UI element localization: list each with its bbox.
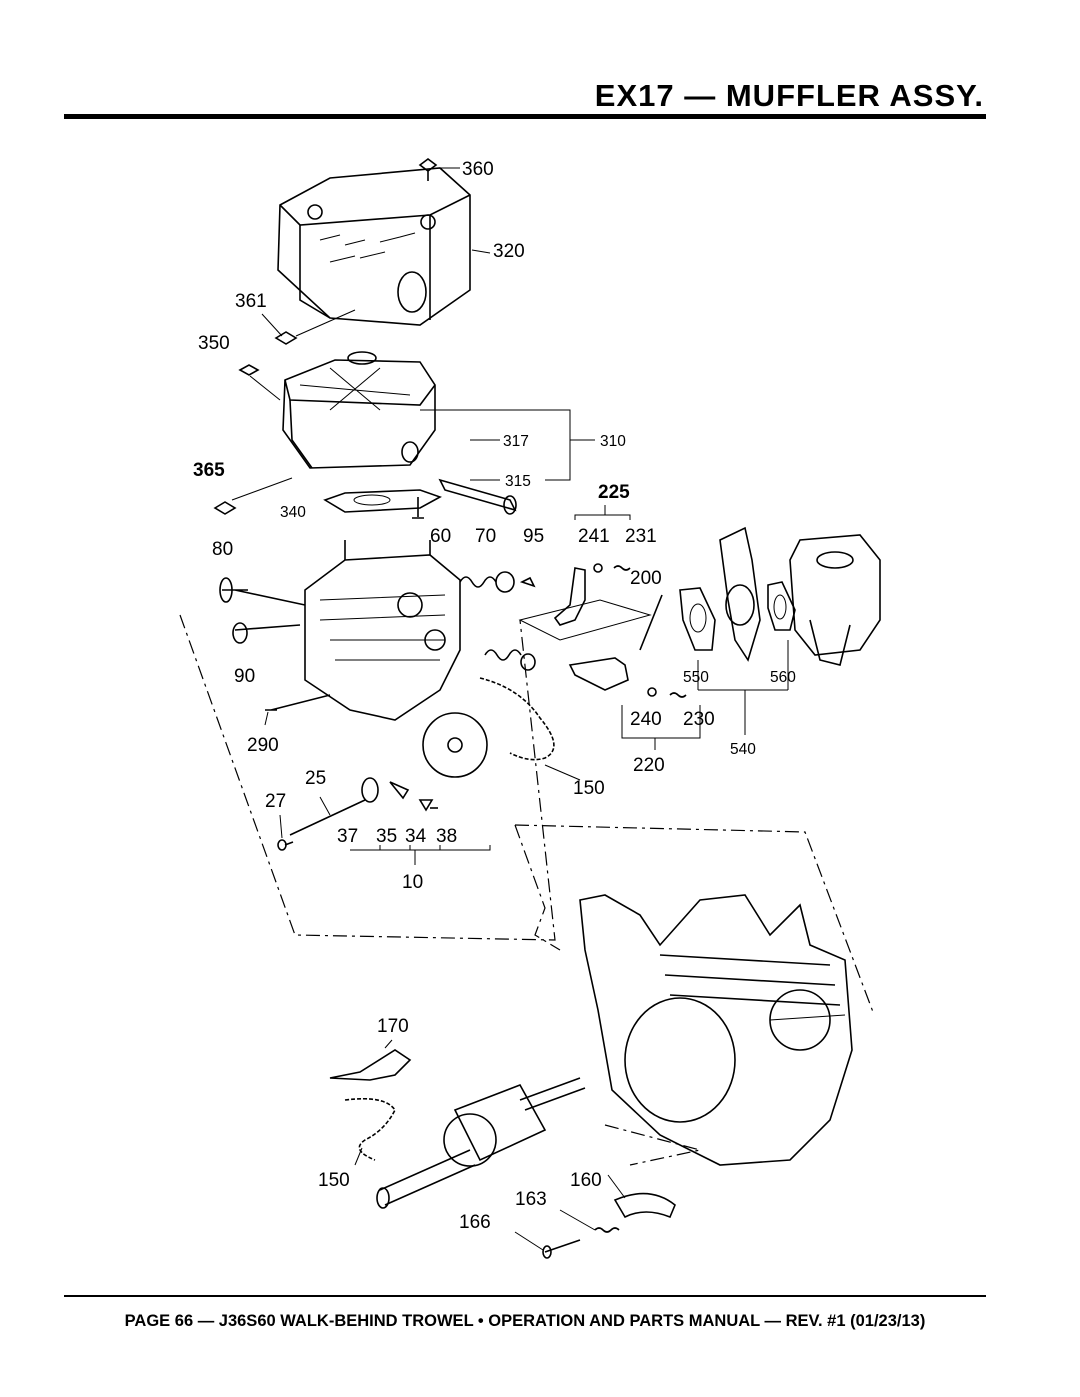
callout-80: 80 — [212, 539, 233, 560]
callout-60: 60 — [430, 526, 451, 547]
callout-230: 230 — [683, 709, 715, 730]
cotter-95-part — [519, 576, 536, 588]
callout-10: 10 — [402, 872, 423, 893]
bolt-361-part — [274, 331, 298, 345]
muffler-body-part — [282, 351, 436, 469]
gasket-550-part — [679, 587, 716, 651]
callout-241: 241 — [578, 526, 610, 547]
bolt-365-part — [213, 501, 237, 515]
ring-37-part — [361, 777, 379, 803]
spring-lower-part — [484, 649, 522, 661]
callout-550: 550 — [683, 669, 709, 686]
chain-guide-170-part — [329, 1049, 412, 1081]
callout-38: 38 — [436, 826, 457, 847]
insulator-540-part — [719, 526, 761, 662]
gasket-340-part — [323, 489, 442, 513]
tensioner-160-part — [613, 1192, 676, 1219]
callout-95: 95 — [523, 526, 544, 547]
callout-150-lower: 150 — [318, 1170, 350, 1191]
carburetor-part — [789, 534, 881, 666]
crankcase-part — [579, 894, 853, 1166]
callout-540: 540 — [730, 741, 756, 758]
callout-315: 315 — [505, 473, 531, 490]
page-title: EX17 — MUFFLER ASSY. — [594, 78, 984, 113]
callout-365: 365 — [193, 460, 225, 481]
callout-320: 320 — [493, 241, 525, 262]
callout-560: 560 — [770, 669, 796, 686]
cam-chain-150-part — [479, 677, 555, 761]
callout-220: 220 — [633, 755, 665, 776]
callout-350: 350 — [198, 333, 230, 354]
callout-361: 361 — [235, 291, 267, 312]
callout-200: 200 — [630, 568, 662, 589]
valve-80-part — [222, 589, 306, 606]
bolt-360-part — [418, 158, 438, 181]
callout-34: 34 — [405, 826, 427, 847]
callout-70: 70 — [475, 526, 496, 547]
gasket-560-part — [767, 581, 796, 631]
cylinder-head-part — [304, 540, 461, 721]
cam-sprocket-part — [422, 712, 488, 778]
cam-chain-150b-part — [344, 1097, 396, 1161]
callout-231: 231 — [625, 526, 657, 547]
callout-25: 25 — [305, 768, 326, 789]
callout-317: 317 — [503, 433, 529, 450]
rocker-arm-220-part — [568, 657, 687, 698]
part-35 — [389, 781, 410, 800]
callout-90: 90 — [234, 666, 255, 687]
callout-160: 160 — [570, 1170, 602, 1191]
nut-350-part — [238, 364, 260, 376]
retainer-70-part — [495, 571, 515, 593]
callout-360: 360 — [462, 159, 494, 180]
callout-290: 290 — [247, 735, 279, 756]
callout-166: 166 — [459, 1212, 491, 1233]
callout-340: 340 — [280, 504, 306, 521]
callout-163: 163 — [515, 1189, 547, 1210]
spring-60-part — [459, 576, 497, 588]
title-rule — [64, 114, 986, 119]
part-34 — [418, 799, 434, 812]
callout-240: 240 — [630, 709, 662, 730]
callout-225: 225 — [598, 482, 630, 503]
stud-part — [412, 497, 424, 519]
muffler-cover-part — [277, 167, 471, 326]
callout-37: 37 — [337, 826, 358, 847]
page-footer: PAGE 66 — J36S60 WALK-BEHIND TROWEL • OP… — [124, 1312, 926, 1330]
callout-35: 35 — [376, 826, 397, 847]
pushrod-200-part — [639, 594, 663, 651]
footer-rule — [64, 1295, 986, 1297]
bolt-290-part — [265, 694, 331, 711]
washer-27-part — [277, 839, 287, 851]
spring-163-part — [594, 1227, 620, 1233]
rocker-arm-225-part — [553, 563, 631, 626]
callout-150-upper: 150 — [573, 778, 605, 799]
crankshaft-part — [376, 1077, 586, 1209]
callout-27: 27 — [265, 791, 286, 812]
callout-310: 310 — [600, 433, 626, 450]
callout-170: 170 — [377, 1016, 409, 1037]
